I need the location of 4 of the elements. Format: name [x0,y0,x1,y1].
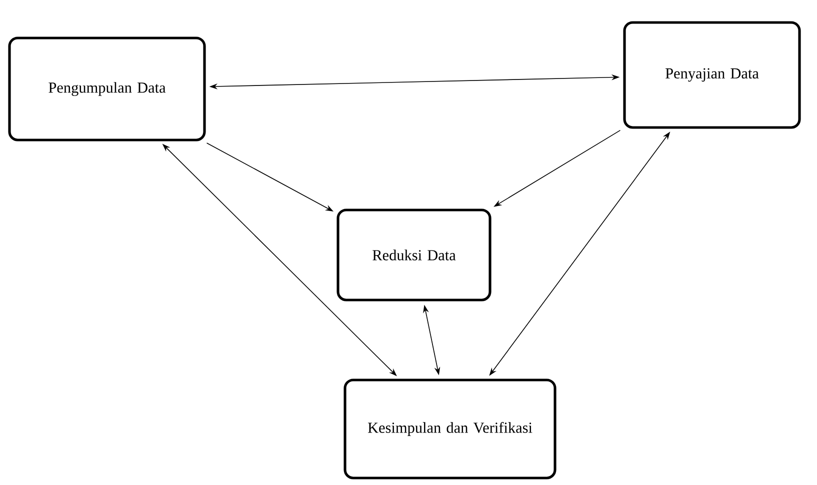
process-box: Reduksi Data [336,208,492,302]
process-box: Pengumpulan Data [8,36,206,142]
process-box: Penyajian Data [623,21,801,129]
process-box: Kesimpulan dan Verifikasi [344,378,556,480]
